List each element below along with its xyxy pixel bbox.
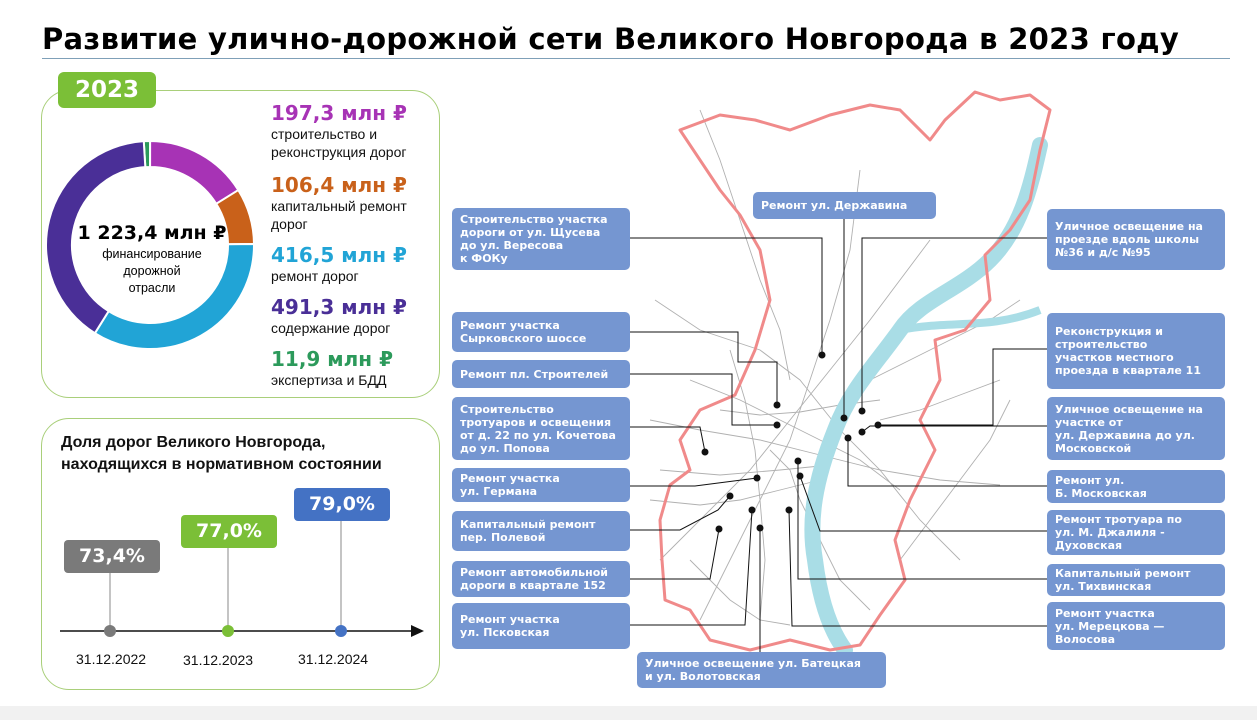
donut-caption-line: финансирование (102, 247, 202, 261)
map-marker (701, 448, 709, 456)
donut-total-value: 1 223,4 млн ₽ (77, 222, 227, 244)
date-label-2022: 31.12.2022 (76, 651, 147, 667)
map-marker (756, 524, 764, 532)
map-marker (748, 506, 756, 514)
legend-label: содержание дорог (271, 320, 391, 336)
legend-value: 106,4 млн ₽ (271, 173, 407, 197)
map-marker (785, 506, 793, 514)
date-label-2023: 31.12.2023 (183, 652, 254, 668)
map-marker (773, 421, 781, 429)
legend-label: экспертиза и БДД (271, 372, 387, 388)
callout-stroiteley: Ремонт пл. Строителей (452, 360, 630, 388)
year-badge: 2023 (58, 72, 156, 108)
legend-item-expertise: 11,9 млн ₽ экспертиза и БДД (271, 347, 393, 389)
donut-caption: финансирование дорожной отрасли (62, 246, 242, 297)
map-marker (715, 525, 723, 533)
map-marker (844, 434, 852, 442)
callout-bmoskovskaya: Ремонт ул.Б. Московская (1047, 470, 1225, 503)
map-marker (874, 421, 882, 429)
callout-derzhavina: Ремонт ул. Державина (753, 192, 936, 219)
map-city-boundary (658, 90, 1052, 652)
donut-center-label: 1 223,4 млн ₽ финансирование дорожной от… (62, 222, 242, 297)
legend-label: строительство и (271, 126, 378, 142)
map-marker (858, 407, 866, 415)
map-marker (753, 474, 761, 482)
map-marker (840, 414, 848, 422)
map-marker (858, 428, 866, 436)
callout-markers (701, 351, 882, 533)
legend-label: реконструкция дорог (271, 144, 407, 160)
page-title: Развитие улично-дорожной сети Великого Н… (42, 22, 1180, 56)
title-divider (42, 58, 1230, 59)
map-marker (794, 457, 802, 465)
legend-label: капитальный ремонт (271, 198, 407, 214)
legend-label: ремонт дорог (271, 268, 359, 284)
date-label-2024: 31.12.2024 (298, 651, 369, 667)
legend-value: 11,9 млн ₽ (271, 347, 394, 371)
share-value-2022: 73,4% (64, 540, 160, 573)
donut-caption-line: дорожной (123, 264, 181, 278)
footer-bar (0, 706, 1257, 720)
map-river-branch (899, 306, 1042, 334)
map-roads (649, 109, 1021, 626)
legend-item-maintenance: 491,3 млн ₽ содержание дорог (271, 295, 407, 337)
callout-leaders (630, 219, 1047, 654)
legend-value: 416,5 млн ₽ (271, 243, 407, 267)
legend-value: 197,3 млн ₽ (271, 101, 407, 125)
legend-value: 491,3 млн ₽ (271, 295, 407, 319)
map-marker (726, 492, 734, 500)
share-title-line: находящихся в нормативном состоянии (61, 456, 382, 473)
share-title-line: Доля дорог Великого Новгорода, (61, 434, 326, 451)
legend-item-capital-repair: 106,4 млн ₽ капитальный ремонт дорог (271, 173, 407, 233)
share-value-2024: 79,0% (294, 488, 390, 521)
map-marker (796, 472, 804, 480)
share-value-2023: 77,0% (181, 515, 277, 548)
donut-caption-line: отрасли (128, 281, 176, 295)
share-title: Доля дорог Великого Новгорода, находящих… (61, 432, 382, 476)
map-marker (773, 401, 781, 409)
map-river (804, 137, 1048, 658)
map-marker (818, 351, 826, 359)
legend-label: дорог (271, 216, 308, 232)
legend-item-construction: 197,3 млн ₽ строительство и реконструкци… (271, 101, 407, 161)
legend-item-repair: 416,5 млн ₽ ремонт дорог (271, 243, 407, 285)
